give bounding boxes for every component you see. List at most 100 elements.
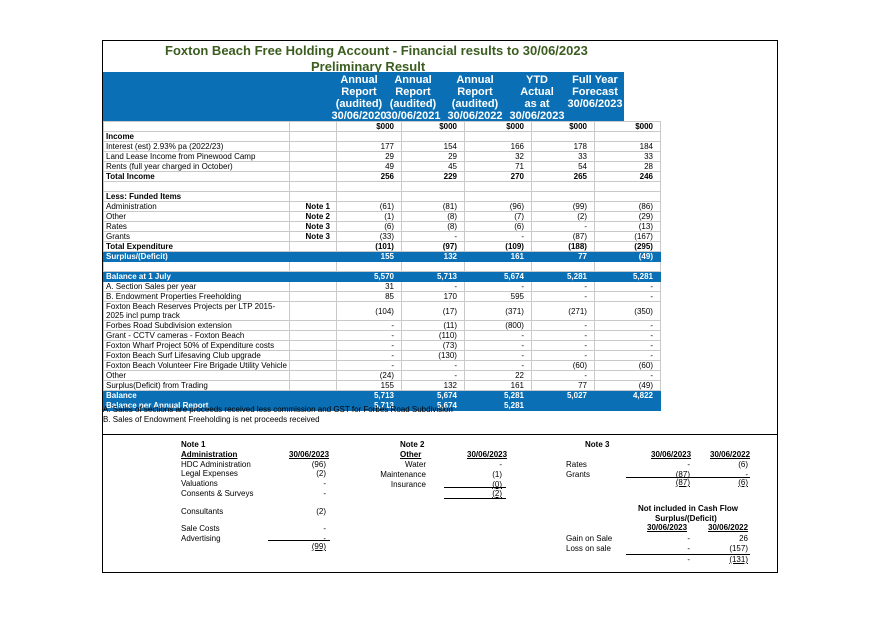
row-note [288, 161, 337, 172]
row-value [530, 131, 595, 142]
row-value: 184 [593, 141, 661, 152]
row-value: (86) [593, 201, 661, 212]
row-value: - [400, 360, 465, 371]
row-value: - [530, 221, 595, 232]
row-value [530, 181, 595, 192]
row-note [288, 330, 337, 341]
row-value [463, 191, 532, 202]
note3-item-v2: - [745, 470, 748, 479]
row-value: 5,281 [463, 400, 532, 411]
row-value [400, 181, 465, 192]
note2-item-label: Maintenance [380, 470, 426, 479]
row-value: 71 [463, 161, 532, 172]
row-value: (60) [530, 360, 595, 371]
row-value: 256 [335, 171, 402, 182]
row-value: - [335, 350, 402, 361]
row-label: Foxton Beach Reserves Projects per LTP 2… [103, 301, 290, 321]
note2-total-line [444, 487, 506, 488]
row-value: - [530, 281, 595, 292]
row-note [288, 241, 337, 252]
table-row [103, 181, 661, 192]
row-value: $000 [463, 121, 532, 132]
row-note: Note 1 [288, 201, 337, 212]
note3-date2: 30/06/2022 [710, 450, 751, 459]
row-value: 229 [400, 171, 465, 182]
note1-item-value: (2) [316, 507, 326, 516]
note1-item-value: - [323, 489, 326, 498]
row-value: 5,674 [463, 271, 532, 282]
row-note [288, 181, 337, 192]
note2-item-value: - [499, 460, 502, 469]
row-label: Balance [103, 390, 290, 401]
note2-item-label: Water [404, 460, 426, 469]
nic-total2: (131) [729, 555, 748, 564]
row-label: Land Lease Income from Pinewood Camp [103, 151, 290, 162]
nic-item-label: Loss on sale [566, 544, 611, 553]
row-value: (49) [593, 251, 661, 262]
row-value: 49 [335, 161, 402, 172]
table-row: Grant - CCTV cameras - Foxton Beach-(110… [103, 330, 661, 341]
row-value: (13) [593, 221, 661, 232]
note3-total2: (6) [738, 478, 748, 487]
row-value [400, 191, 465, 202]
note2-item-label: Insurance [390, 480, 426, 489]
row-value: (7) [463, 211, 532, 222]
row-value: - [463, 340, 532, 351]
row-label: Less: Funded Items [103, 191, 290, 202]
row-value: 5,281 [463, 390, 532, 401]
column-header-line: Annual [394, 74, 432, 86]
row-value: 132 [400, 380, 465, 391]
row-value: 595 [463, 291, 532, 302]
row-value: - [335, 320, 402, 331]
row-value [335, 191, 402, 202]
row-value: 4,822 [593, 390, 661, 401]
row-value [530, 261, 595, 272]
column-header-band [103, 72, 624, 121]
row-note [288, 121, 337, 132]
column-header-line: Report [395, 86, 431, 98]
table-row: Foxton Beach Volunteer Fire Brigade Util… [103, 360, 661, 371]
row-value [463, 261, 532, 272]
table-row: Income [103, 131, 661, 142]
row-value: 29 [400, 151, 465, 162]
column-header-line: 30/06/2023 [509, 110, 565, 122]
row-value [400, 261, 465, 272]
row-value [593, 181, 661, 192]
row-note: Note 3 [288, 221, 337, 232]
column-header-line: 30/06/2020 [331, 110, 387, 122]
note1-item-label: Valuations [181, 479, 218, 488]
column-header-line: Annual [340, 74, 378, 86]
table-row: Foxton Wharf Project 50% of Expenditure … [103, 340, 661, 351]
row-value: (24) [335, 370, 402, 381]
note2-date: 30/06/2023 [467, 450, 508, 459]
row-value: 154 [400, 141, 465, 152]
row-note [288, 261, 337, 272]
row-value: 5,713 [335, 390, 402, 401]
report-subtitle: Preliminary Result [311, 59, 426, 74]
row-value [335, 131, 402, 142]
row-value: (109) [463, 241, 532, 252]
row-value: (6) [335, 221, 402, 232]
row-value: (97) [400, 241, 465, 252]
notes-separator [103, 434, 777, 435]
column-header-line: 30/06/2022 [447, 110, 503, 122]
note1-item-value: (2) [316, 469, 326, 478]
row-value: - [593, 291, 661, 302]
row-value: (8) [400, 211, 465, 222]
row-label: Grant - CCTV cameras - Foxton Beach [103, 330, 290, 341]
note1-item-value: - [323, 534, 326, 543]
row-value: 5,027 [530, 390, 595, 401]
note1-date: 30/06/2023 [289, 450, 330, 459]
row-value [400, 131, 465, 142]
note1-title: Note 1 [181, 440, 206, 449]
row-value: (130) [400, 350, 465, 361]
